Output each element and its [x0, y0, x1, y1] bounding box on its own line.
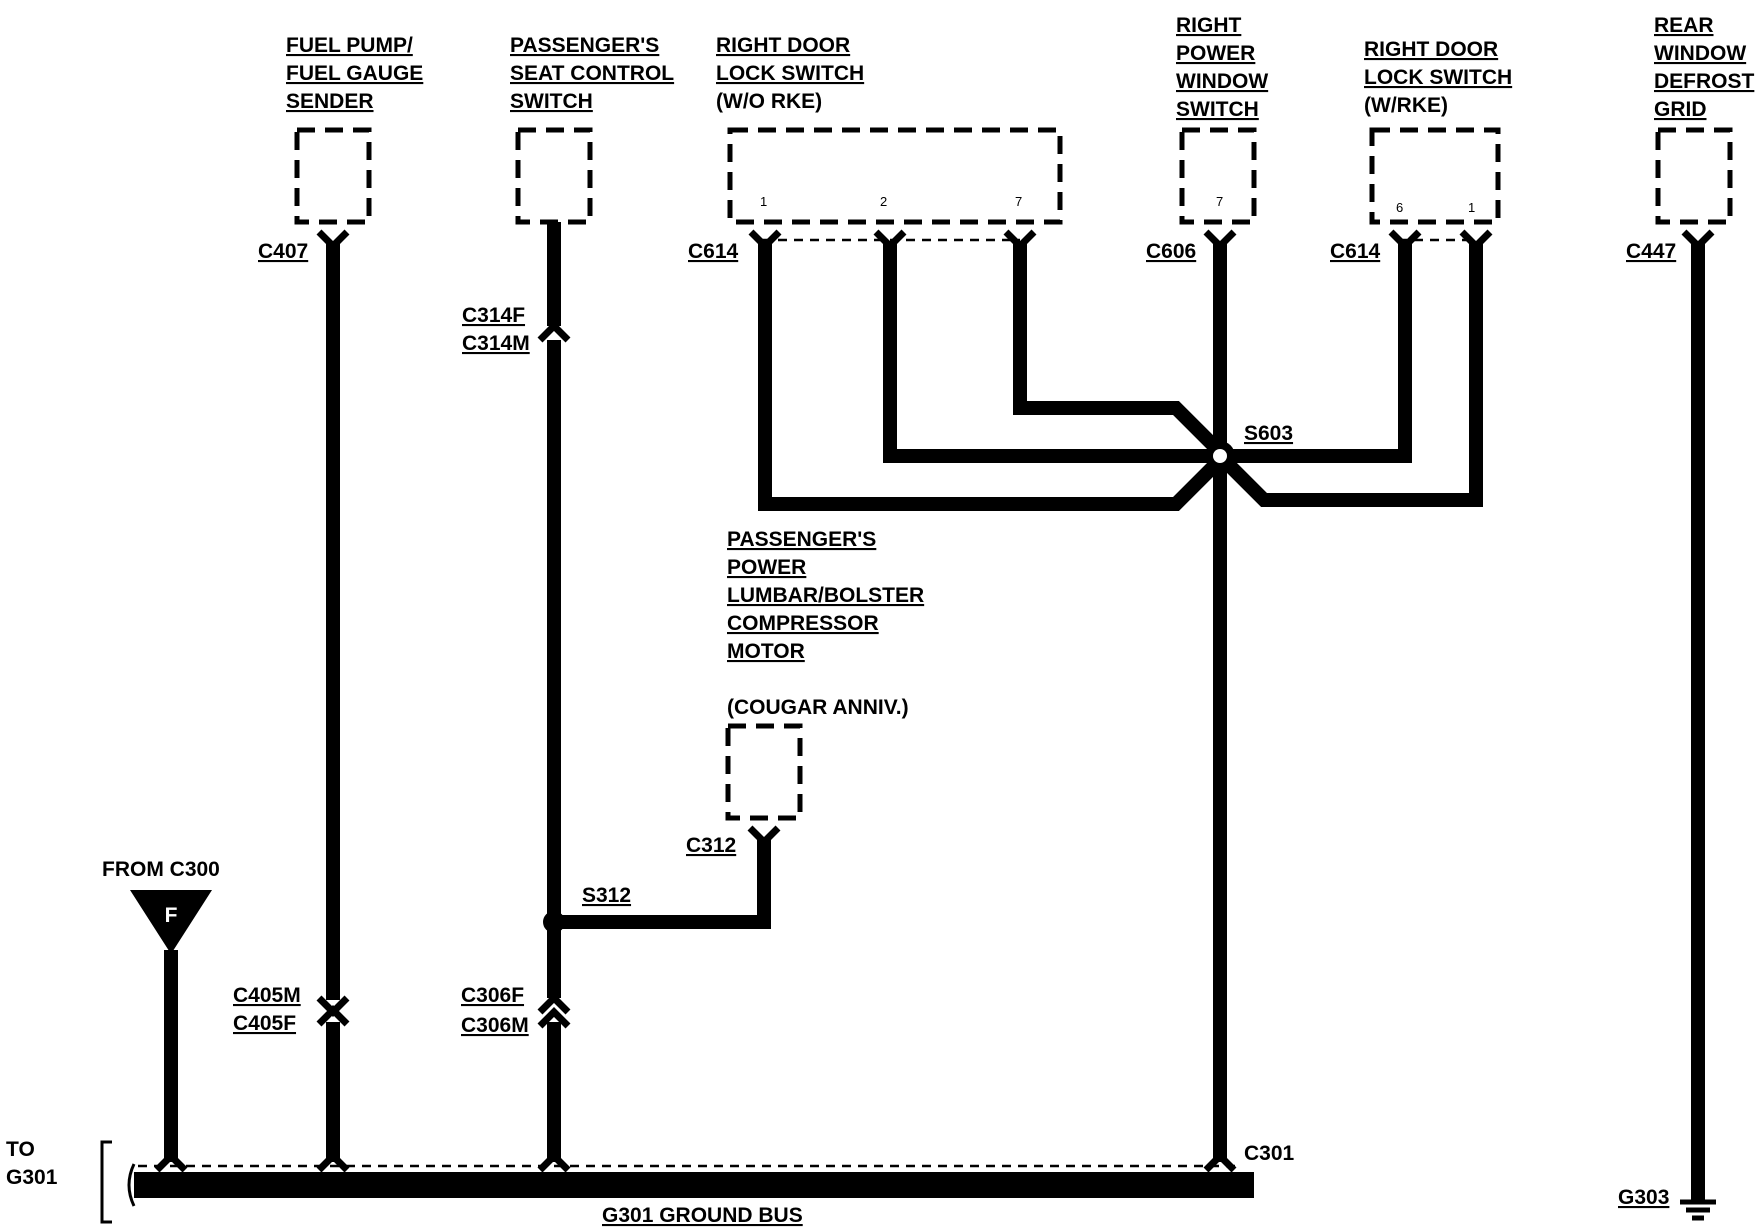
- c614-rke-pin1-chevron: [1459, 229, 1493, 251]
- c306-chevron-bottom: [537, 1007, 571, 1029]
- c407-chevron: [316, 229, 350, 251]
- connector-label: C447: [1626, 240, 1676, 263]
- from-c300-letter: F: [165, 904, 178, 927]
- c614-pin7-chevron: [1003, 229, 1037, 251]
- label-line: POWER: [1176, 42, 1255, 65]
- c306-chevron-top: [537, 993, 571, 1015]
- label-line: PASSENGER'S: [727, 528, 876, 551]
- label-line: RIGHT: [1176, 14, 1242, 37]
- g303-label: G303: [1618, 1186, 1669, 1209]
- label-line: REAR: [1654, 14, 1714, 37]
- pin-label: 2: [880, 194, 887, 209]
- connector-label: C405F: [233, 1012, 296, 1035]
- c405-chevron-bottom: [316, 1005, 350, 1027]
- ground-icon: [1680, 1199, 1716, 1221]
- label-line: SWITCH: [1176, 98, 1259, 121]
- label-line: GRID: [1654, 98, 1707, 121]
- label-line: PASSENGER'S: [510, 34, 659, 57]
- pin-label: 1: [1468, 200, 1475, 215]
- from-c300-triangle: [130, 890, 212, 954]
- label-line: DEFROST: [1654, 70, 1755, 93]
- door-lock-pin1-wire: [758, 244, 1225, 511]
- door-lock-wo-rke-label: RIGHT DOOR LOCK SWITCH (W/O RKE): [716, 34, 864, 113]
- connector-label: C614: [688, 240, 739, 263]
- connector-label: C606: [1146, 240, 1196, 263]
- door-lock-wo-rke-box: [727, 127, 1063, 225]
- pin-label: 7: [1015, 194, 1022, 209]
- bus-chevron-c301: [1203, 1151, 1237, 1173]
- label-line: FUEL GAUGE: [286, 62, 423, 85]
- c614-rke-pin6-chevron: [1388, 229, 1422, 251]
- seat-control-box: [515, 127, 593, 225]
- label-line: (COUGAR ANNIV.): [727, 696, 909, 719]
- connector-label: C405M: [233, 984, 301, 1007]
- ground-bus-bar: [134, 1172, 1254, 1198]
- connector-label: C301: [1244, 1142, 1295, 1165]
- splice-label: S603: [1244, 422, 1293, 445]
- label-line: (W/RKE): [1364, 94, 1448, 117]
- rear-defrost-box: [1655, 127, 1733, 225]
- c314-chevron: [537, 321, 571, 343]
- pin-label: 1: [760, 194, 767, 209]
- connector-label: C312: [686, 834, 736, 857]
- door-lock-pin7-wire: [1013, 244, 1225, 457]
- door-lock-pin2-wire: [883, 244, 1220, 463]
- ground-bus-bracket: [100, 1140, 112, 1224]
- connector-label: C614: [1330, 240, 1381, 263]
- label-line: WINDOW: [1654, 42, 1746, 65]
- connector-labels: C407 C314F C314M C614 C606 C614 C447 C31…: [233, 240, 1676, 1165]
- splice-label: S312: [582, 884, 631, 907]
- seat-control-label: PASSENGER'S SEAT CONTROL SWITCH: [510, 34, 674, 113]
- lumbar-motor-wire: [554, 840, 771, 929]
- connector-label: C306F: [461, 984, 524, 1007]
- power-window-box: [1179, 127, 1257, 225]
- label-line: RIGHT DOOR: [716, 34, 850, 57]
- c614-pin1-chevron: [748, 229, 782, 251]
- c606-chevron: [1203, 229, 1237, 251]
- pin-label: 7: [1216, 194, 1223, 209]
- lumbar-motor-box: [725, 723, 803, 821]
- s312-splice: [543, 911, 565, 933]
- label-line: SWITCH: [510, 90, 593, 113]
- connector-label: C314M: [462, 332, 530, 355]
- fuel-pump-box: [294, 127, 372, 225]
- label-line: COMPRESSOR: [727, 612, 879, 635]
- ground-bus-label: G301 GROUND BUS: [602, 1204, 803, 1227]
- connector-label: C314F: [462, 304, 525, 327]
- label-line: MOTOR: [727, 640, 805, 663]
- label-line: WINDOW: [1176, 70, 1268, 93]
- label-line: SEAT CONTROL: [510, 62, 674, 85]
- pin-label: 6: [1396, 200, 1403, 215]
- label-line: LOCK SWITCH: [1364, 66, 1512, 89]
- door-lock-rke-pin6-wire: [1220, 244, 1412, 463]
- label-line: LOCK SWITCH: [716, 62, 864, 85]
- label-line: FUEL PUMP/: [286, 34, 413, 57]
- label-line: RIGHT DOOR: [1364, 38, 1498, 61]
- label-line: (W/O RKE): [716, 90, 822, 113]
- s603-splice-center: [1213, 449, 1227, 463]
- rear-defrost-label: REAR WINDOW DEFROST GRID: [1654, 14, 1755, 121]
- fuel-pump-label: FUEL PUMP/ FUEL GAUGE SENDER: [286, 34, 423, 113]
- label-line: POWER: [727, 556, 806, 579]
- door-lock-w-rke-box: [1369, 127, 1501, 225]
- to-g301-label: G301: [6, 1166, 58, 1189]
- bus-chevron-fuel: [316, 1151, 350, 1173]
- label-line: LUMBAR/BOLSTER: [727, 584, 924, 607]
- power-window-label: RIGHT POWER WINDOW SWITCH: [1176, 14, 1268, 121]
- bus-chevron-c300: [154, 1151, 188, 1173]
- c614-pin2-chevron: [873, 229, 907, 251]
- c447-chevron: [1681, 229, 1715, 251]
- label-line: SENDER: [286, 90, 374, 113]
- connector-label: C306M: [461, 1014, 529, 1037]
- ground-bus-bracket-inner: [127, 1163, 136, 1207]
- door-lock-w-rke-label: RIGHT DOOR LOCK SWITCH (W/RKE): [1364, 38, 1512, 117]
- c312-chevron: [747, 825, 781, 847]
- connector-label: C407: [258, 240, 308, 263]
- bus-chevron-seat: [537, 1151, 571, 1173]
- from-c300-label: FROM C300: [102, 858, 220, 881]
- to-g301-label: TO: [6, 1138, 35, 1161]
- lumbar-motor-label: PASSENGER'S POWER LUMBAR/BOLSTER COMPRES…: [727, 528, 924, 719]
- door-lock-rke-pin1-wire: [1215, 244, 1483, 507]
